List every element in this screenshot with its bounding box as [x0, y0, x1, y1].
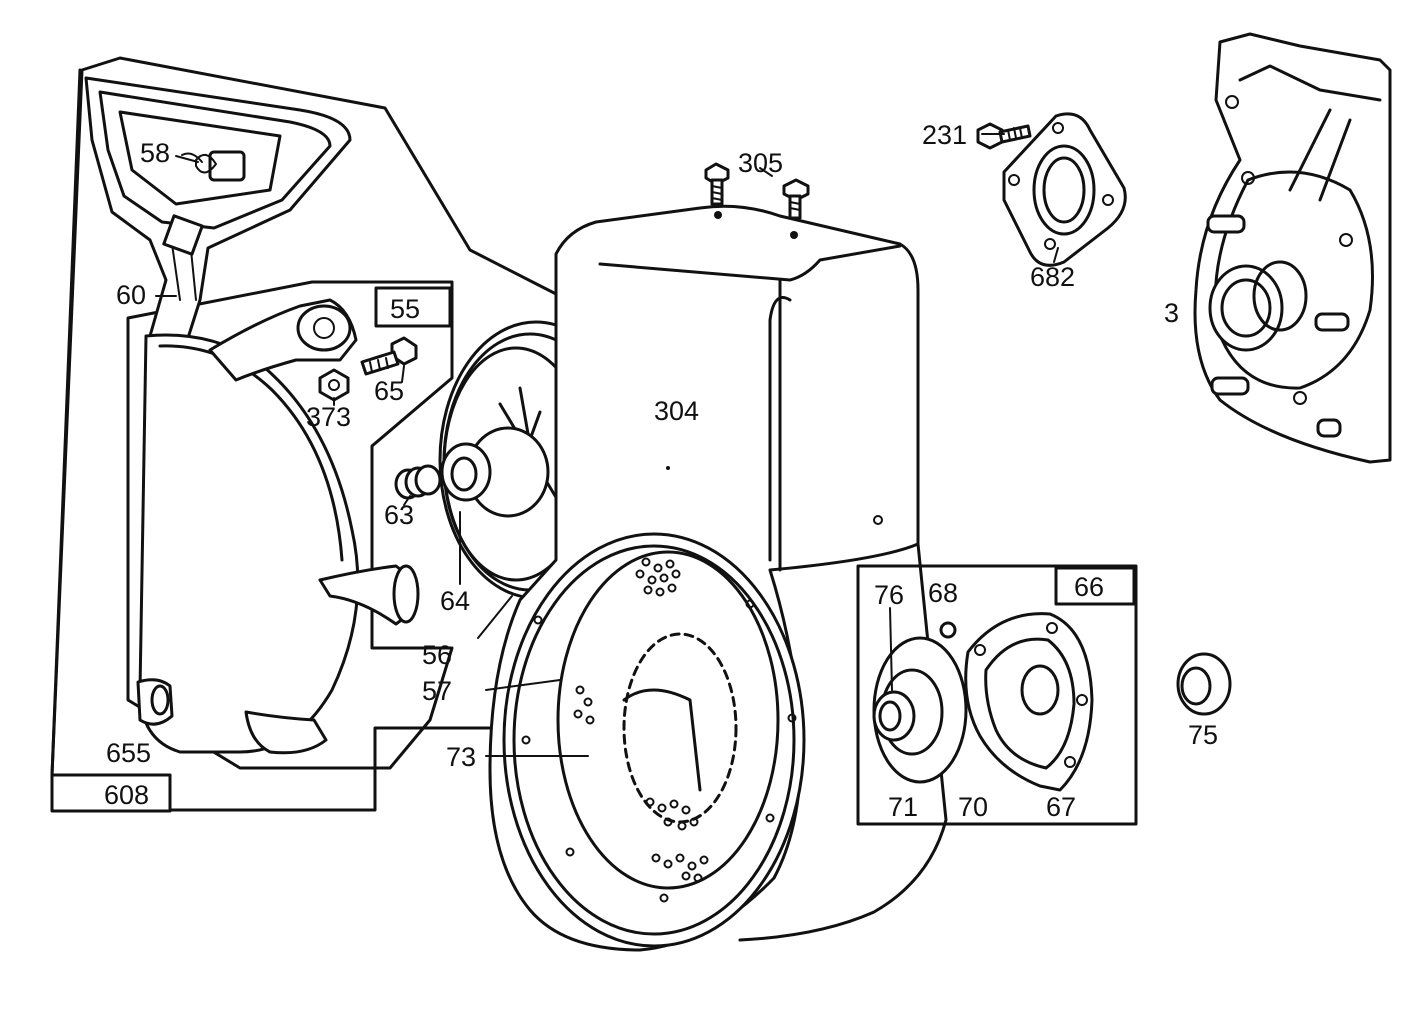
callout-70: 70 — [958, 792, 988, 822]
slinger-71 — [872, 636, 968, 784]
callout-373: 373 — [306, 402, 351, 432]
label-box-608 — [50, 773, 172, 813]
group-55-outline — [126, 280, 454, 770]
callout-76: 76 — [874, 580, 904, 610]
callout-58: 58 — [140, 138, 170, 168]
callout-64: 64 — [440, 586, 470, 616]
callout-608: 608 — [104, 780, 149, 810]
ball-68 — [939, 621, 957, 639]
callout-56: 56 — [422, 640, 452, 670]
callout-55: 55 — [390, 294, 420, 324]
blower-back-plate — [502, 532, 806, 948]
callout-655: 655 — [106, 738, 151, 768]
callout-labels: 58 60 55 65 373 63 64 56 57 73 655 608 3… — [104, 120, 1218, 822]
group-66-outline — [856, 564, 1138, 826]
bolt-65 — [360, 336, 418, 376]
callout-71: 71 — [888, 792, 918, 822]
clip-655 — [136, 678, 174, 726]
callout-63: 63 — [384, 500, 414, 530]
callout-60: 60 — [116, 280, 146, 310]
callout-231: 231 — [922, 120, 967, 150]
seal-75 — [1176, 652, 1232, 716]
label-box-66 — [1054, 566, 1136, 606]
label-box-55 — [374, 286, 452, 328]
callout-304: 304 — [654, 396, 699, 426]
callout-65: 65 — [374, 376, 404, 406]
callout-68: 68 — [928, 578, 958, 608]
vent-holes — [521, 557, 797, 903]
gasket-682 — [1002, 112, 1127, 267]
callout-682: 682 — [1030, 262, 1075, 292]
spring-washers-63 — [394, 464, 442, 500]
callout-66: 66 — [1074, 572, 1104, 602]
callout-57: 57 — [422, 676, 452, 706]
starter-handle — [84, 76, 352, 340]
nut-373 — [318, 368, 350, 402]
callout-73: 73 — [446, 742, 476, 772]
bolt-231 — [976, 122, 1032, 150]
screws-305 — [704, 162, 810, 220]
crankcase-3 — [1193, 32, 1392, 464]
leader-lines — [155, 133, 1059, 757]
callout-67: 67 — [1046, 792, 1076, 822]
callout-75: 75 — [1188, 720, 1218, 750]
rope-clip — [162, 150, 246, 256]
callout-305: 305 — [738, 148, 783, 178]
callout-3: 3 — [1164, 298, 1179, 328]
bracket-67 — [964, 612, 1094, 792]
starter-housing — [138, 298, 420, 755]
